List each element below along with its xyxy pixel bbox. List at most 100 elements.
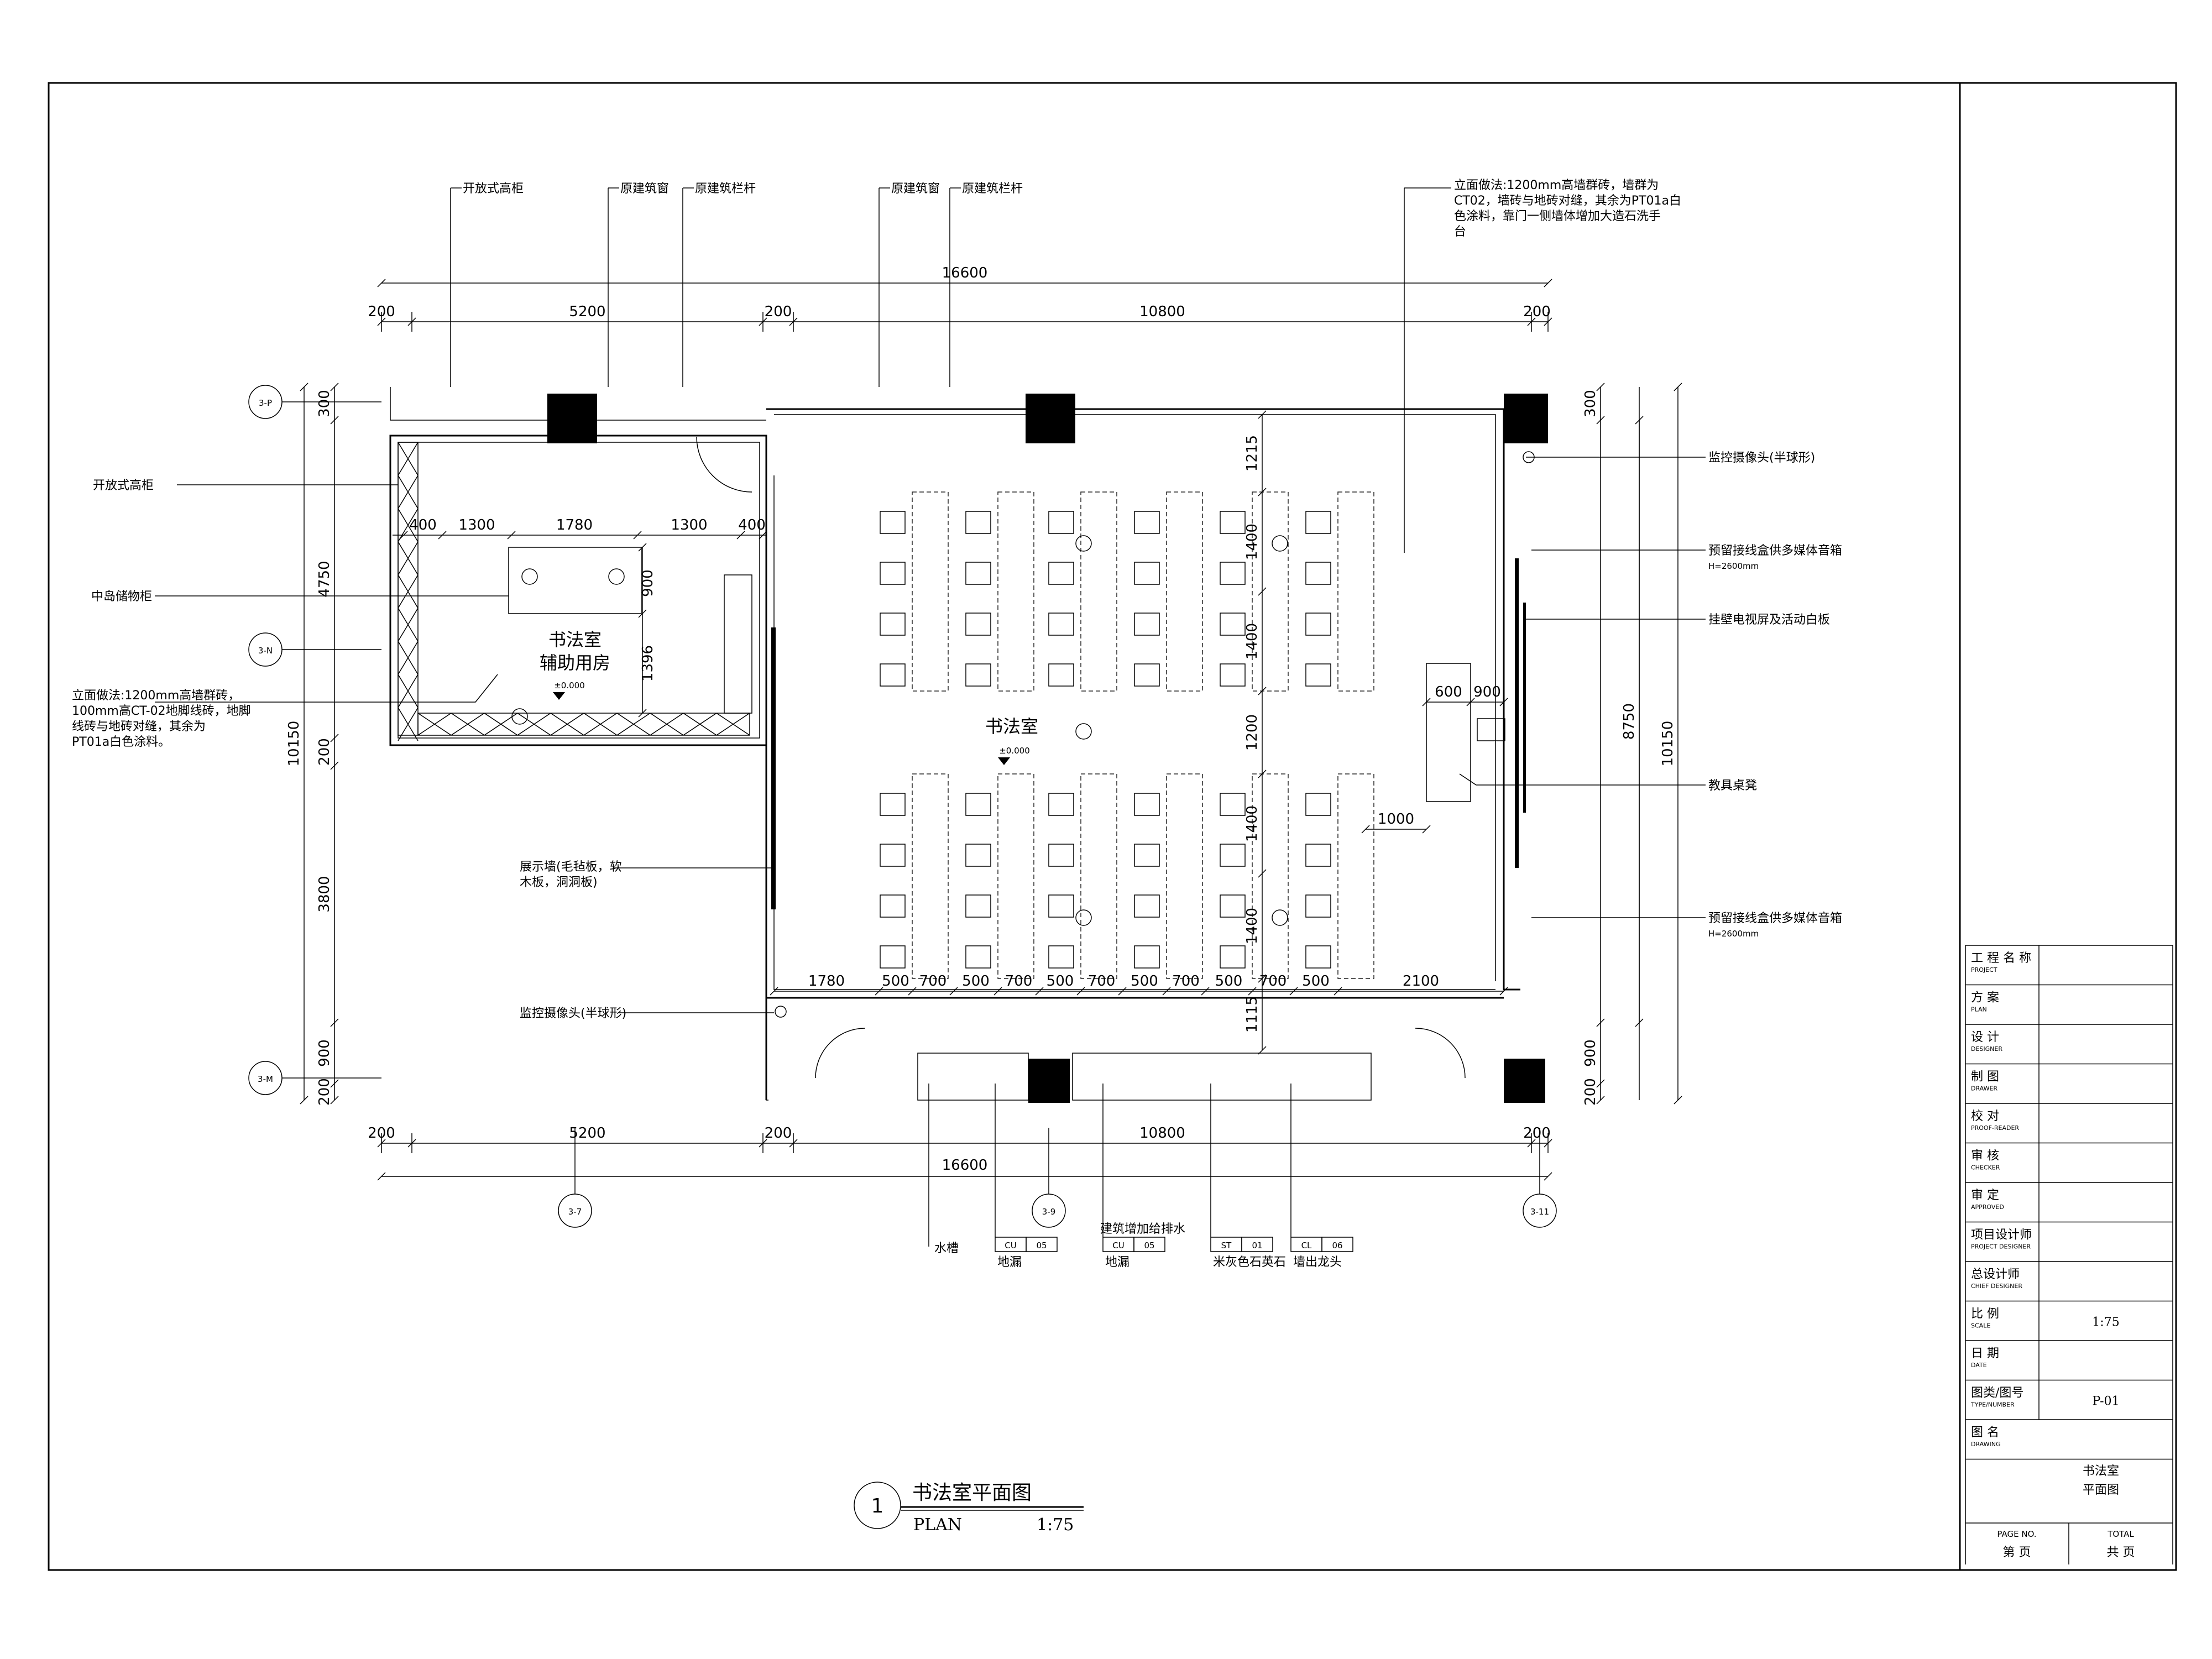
tag-desc-3: 墙出龙头 [1293,1255,1342,1269]
student-stool [1305,945,1331,969]
cabinet-hatch [398,508,419,542]
student-stool [1305,663,1331,687]
grid-3-n-label: 3-N [258,646,273,656]
dim-tick [1201,987,1210,996]
dim-tick [330,383,339,391]
ceiling-light [608,568,625,585]
tb-row-cn-3: 制 图 [1971,1070,1999,1084]
main-v-label: 1400 [1244,524,1261,560]
tag-code-1: CU [1112,1241,1124,1250]
grid-3-m-label: 3-M [258,1074,273,1084]
dim-tick [1258,410,1267,419]
student-stool [1305,511,1331,534]
left-total-label: 10150 [286,721,302,767]
elev-right-line-3: 台 [1454,225,1466,239]
title-number-circle [854,1482,901,1529]
dim-tick [736,531,745,540]
student-desk-row [1337,773,1374,979]
cabinet-hatch [417,713,452,736]
tb-row-cn-10: 日 期 [1971,1347,1999,1360]
main-v-label: 1400 [1244,908,1261,944]
tb-row-en-3: DRAWER [1971,1085,1997,1092]
tv-board [1515,558,1519,868]
student-stool [1220,844,1246,867]
teacher-table-leader [1459,773,1706,786]
teacher-desk [1426,663,1471,802]
elev-left-leader [155,674,498,703]
dim-tick [1422,698,1431,706]
student-stool [1134,894,1160,918]
tag-num-box-1 [1133,1237,1165,1252]
dim-tick [1076,987,1085,996]
tb-row-cn-7: 项目设计师 [1971,1228,2032,1242]
main-v-label: 1115 [1244,996,1261,1033]
aux-room-inner [398,442,760,739]
dim-tick [908,987,917,996]
left-dim-label: 200 [316,738,333,766]
teacher-dim-label: 900 [1473,684,1501,700]
grid-3-p-label: 3-P [259,398,272,408]
tag-num-box-2 [1241,1237,1273,1252]
drain-supply-label: 建筑增加给排水 [1100,1222,1185,1236]
tag-desc-2: 米灰色石英石 [1213,1255,1286,1269]
main-v-label: 1400 [1244,805,1261,842]
student-stool [1134,844,1160,867]
dim-tick [1248,987,1257,996]
tb-row-cn-4: 校 对 [1971,1110,1999,1123]
tb-row-en-0: PROJECT [1971,966,1997,974]
teacher-dim-label: 600 [1435,684,1462,700]
plan-geometry [389,387,1548,1103]
student-stool [965,562,991,585]
aux-level-marker [553,692,565,700]
tag-num-1: 05 [1144,1241,1154,1250]
main-v-label: 1400 [1244,623,1261,660]
student-stool [1220,793,1246,816]
cabinet-hatch [398,641,419,675]
student-stool [1220,613,1246,636]
right-dim-label: 200 [1582,1078,1599,1106]
student-stool [965,894,991,918]
left-dim-label: 300 [316,390,333,417]
main-bottom-label: 2100 [1403,973,1439,990]
dim-tick [1596,1096,1605,1105]
aux-dim-label: 400 [738,517,766,533]
tb-row-en-5: CHECKER [1971,1164,2000,1171]
tb-row-cn-9: 比 例 [1971,1307,1999,1321]
dim-tick [377,1172,386,1181]
dim-tick [1499,987,1508,996]
bottom-dim-label: 200 [1523,1125,1551,1142]
door-swing [1415,1028,1466,1079]
main-bottom-label: 500 [1131,973,1158,990]
tag-num-3: 06 [1332,1241,1342,1250]
teacher-stool [1477,718,1505,741]
dim-tick [1674,1096,1682,1105]
cabinet-hatch [550,713,584,736]
title-number: 1 [871,1495,884,1517]
dim-tick [1544,279,1552,287]
structural-column [1504,394,1548,443]
dim-tick [1544,1172,1552,1181]
cabinet-hatch [683,713,717,736]
sink-counter-2 [1072,1053,1372,1101]
camera-left-icon [775,1006,787,1018]
camera-right-label: 监控摄像头(半球形) [1708,451,1815,465]
dim-tick [638,609,647,618]
dim-tick [1466,698,1475,706]
dim-tick [770,987,778,996]
dim-tick [1258,869,1267,878]
student-desk-row [1252,491,1289,692]
main-bottom-label: 500 [1047,973,1074,990]
tag-code-0: CU [1005,1241,1016,1250]
aux-cabinet-left [398,442,419,736]
dim-tick [330,761,339,770]
dim-tick [1258,488,1267,496]
top-window-2-label: 原建筑窗 [891,182,940,196]
plan-scale: 1:75 [1037,1515,1074,1535]
tb-row-cn-12: 图 名 [1971,1426,1999,1440]
tb-row-en-2: DESIGNER [1971,1045,2002,1053]
dim-tick [1596,383,1605,391]
student-stool [965,793,991,816]
grid-3-11-label: 3-11 [1530,1207,1549,1217]
